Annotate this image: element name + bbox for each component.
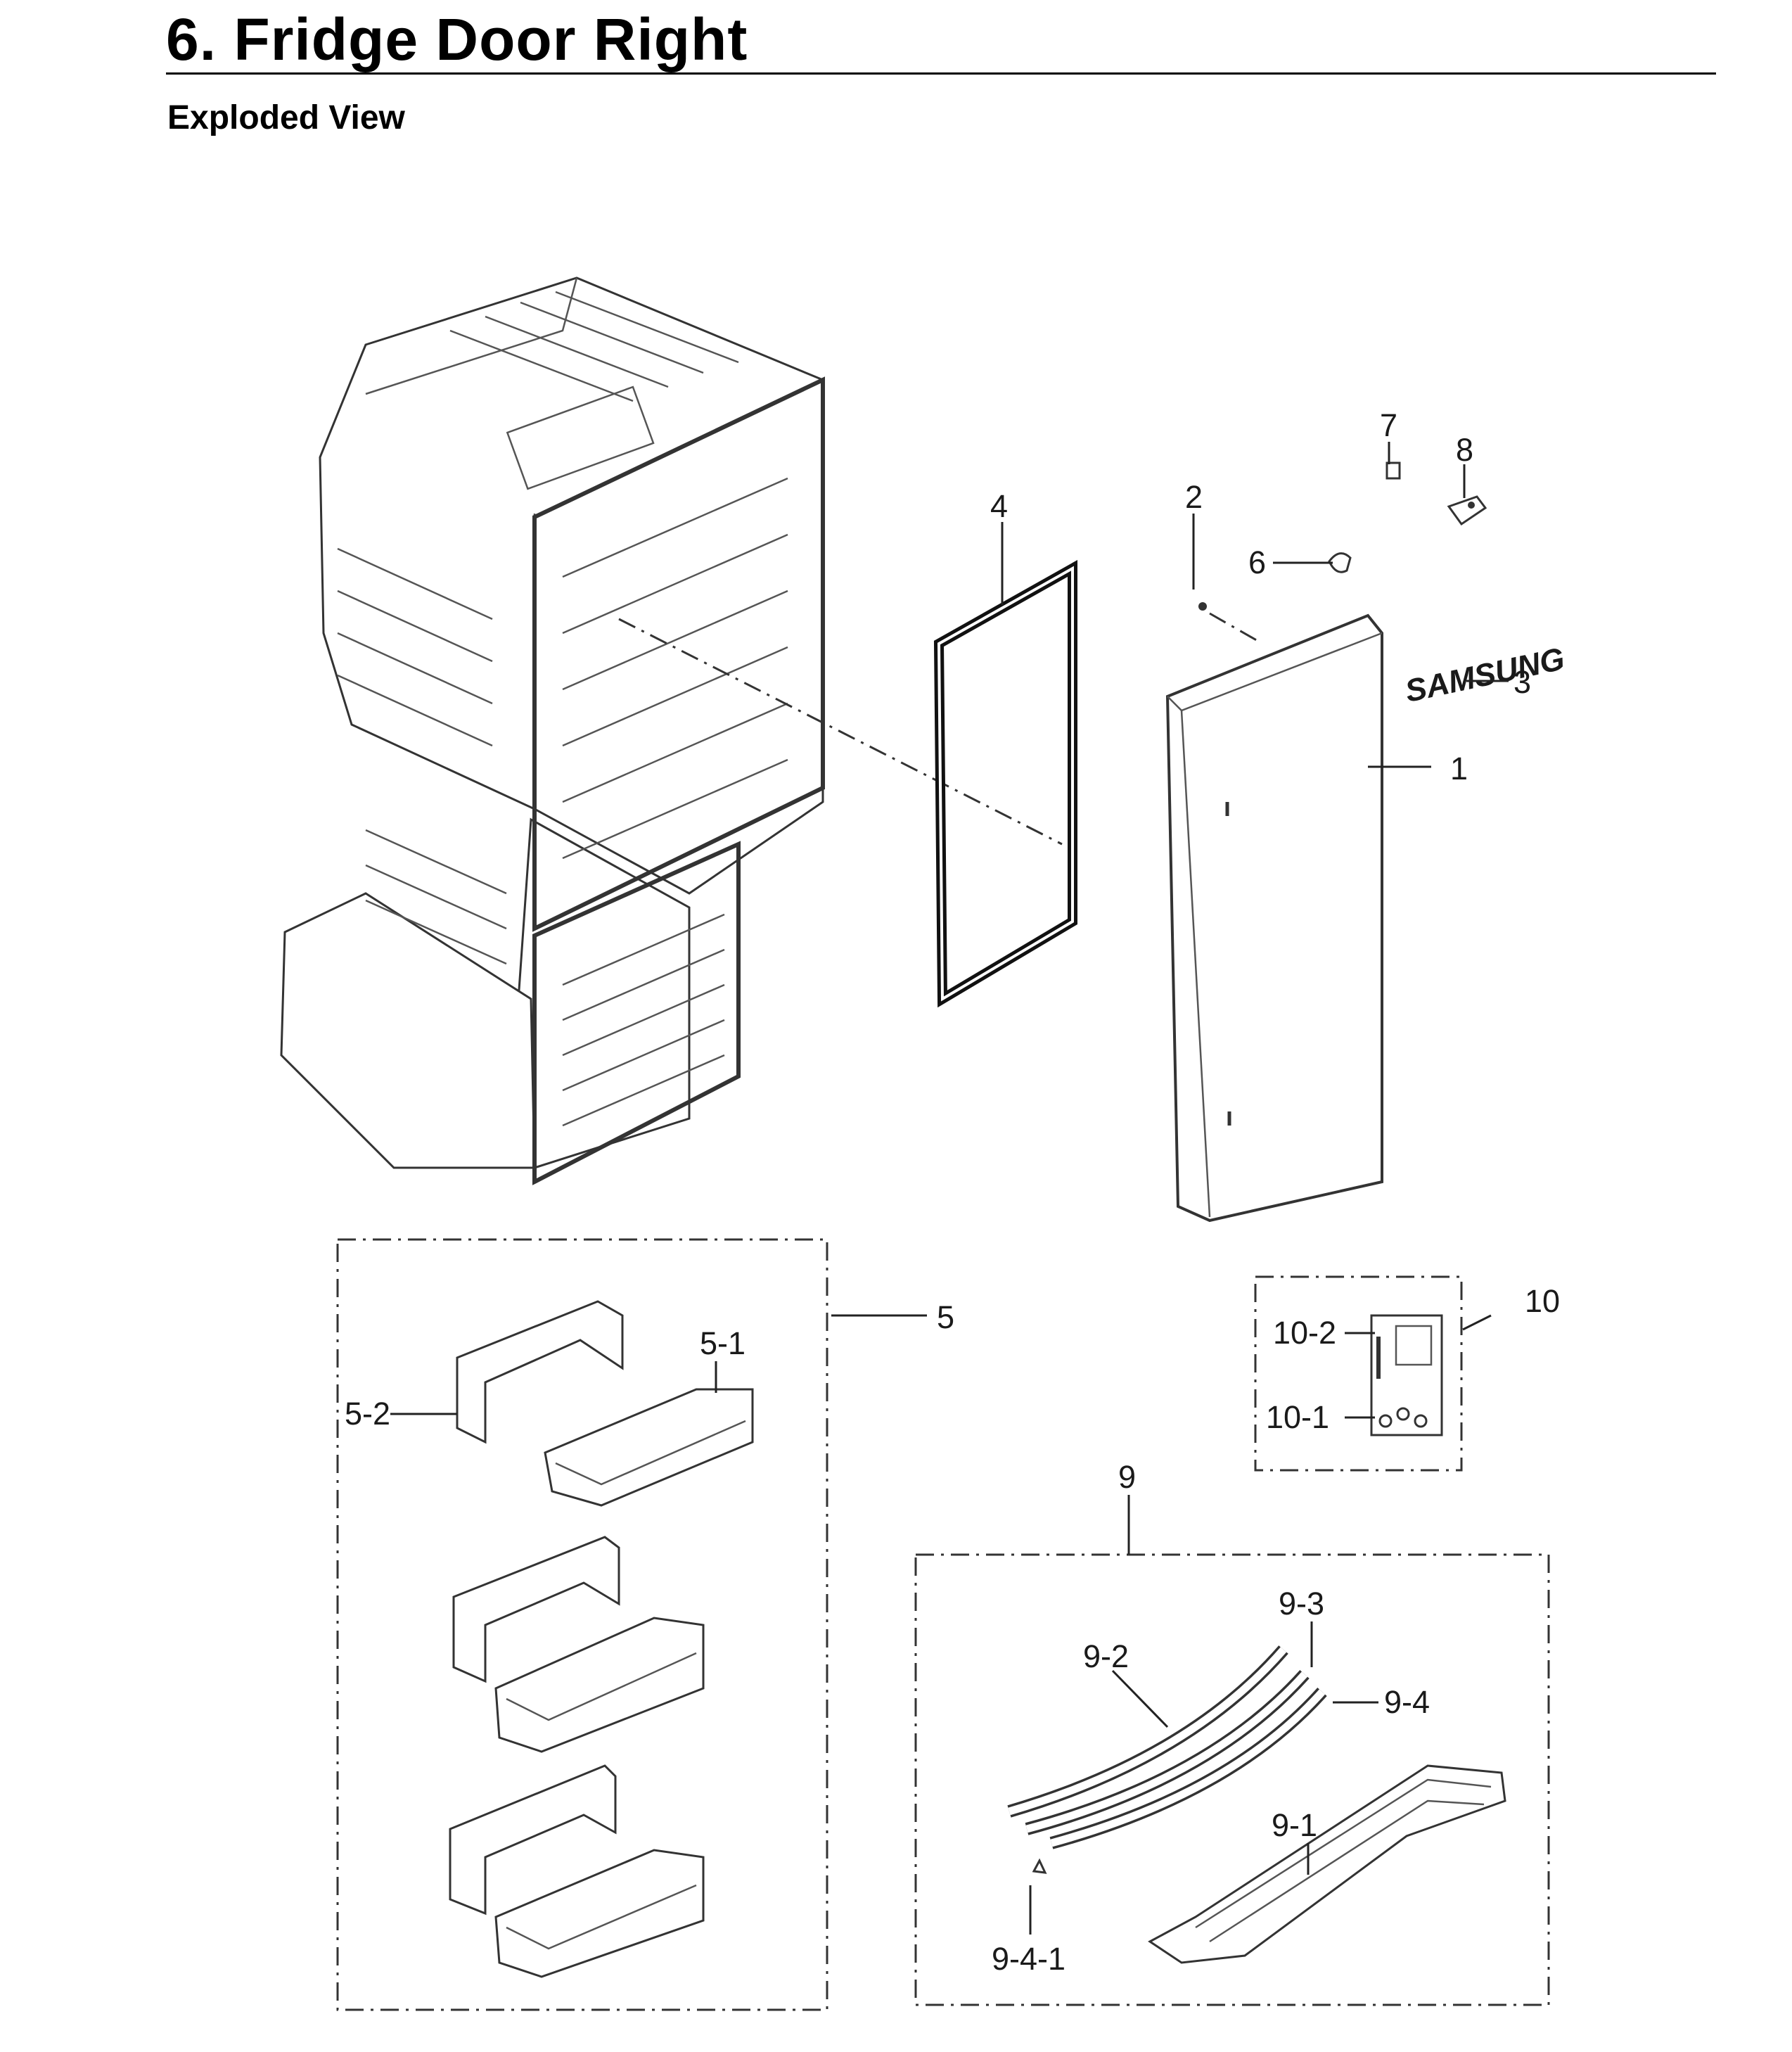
hinge-cap-part [1328,552,1352,573]
callout-4: 4 [990,488,1008,524]
callout-9-4: 9-4 [1384,1684,1430,1720]
bin-group-frame [336,1238,828,2011]
hinge-pin-part [1198,602,1260,643]
callout-10-1: 10-1 [1266,1399,1329,1435]
callout-8: 8 [1456,432,1473,468]
callout-9-2: 9-2 [1083,1638,1129,1674]
section-subtitle: Exploded View [167,99,405,136]
callout-9: 9 [1118,1459,1136,1495]
door-bins-drawing [449,1300,754,1978]
callout-5-1: 5-1 [700,1325,745,1361]
hinge-bracket-part [1447,495,1487,526]
parts-kit-drawing [1370,1314,1443,1436]
callout-7: 7 [1380,407,1397,443]
title-rule [166,72,1716,75]
callout-10-2: 10-2 [1273,1315,1336,1351]
fridge-door-drawing [1165,613,1383,1223]
callout-5: 5 [937,1299,954,1335]
door-gasket-drawing [933,560,1077,1008]
door-brand-logo: SAMSUNG [1402,640,1568,709]
page-title: 6. Fridge Door Right [166,6,748,72]
callout-9-3: 9-3 [1279,1586,1324,1621]
callout-9-1: 9-1 [1272,1807,1317,1843]
callout-1: 1 [1450,751,1468,786]
callout-6: 6 [1248,544,1266,580]
callout-2: 2 [1185,479,1203,515]
parts-kit-frame [1254,1275,1463,1472]
hinge-cover-part [1385,461,1401,480]
tube-kit-frame [914,1553,1550,2006]
assembly-line [618,618,1063,846]
leader-lines [390,442,1509,1935]
callout-5-2: 5-2 [345,1396,390,1432]
callout-10: 10 [1525,1283,1560,1319]
callout-9-4-1: 9-4-1 [992,1941,1065,1977]
callout-3: 3 [1513,664,1531,700]
fridge-cabinet-drawing [280,276,825,1185]
tube-kit-drawing [1007,1645,1506,1964]
